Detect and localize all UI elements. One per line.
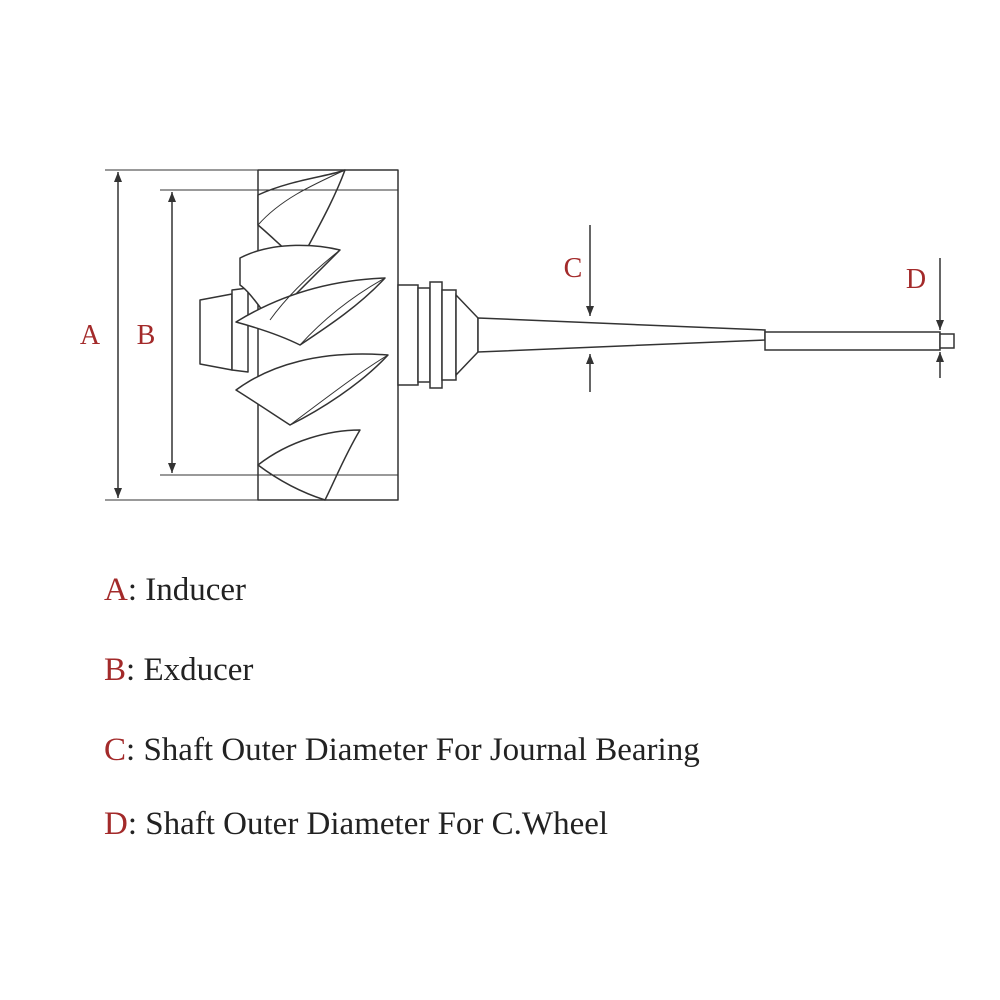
dimension-label-d: D <box>906 264 926 295</box>
shaft-collar <box>397 284 419 386</box>
legend-item-a: A: Inducer <box>104 566 700 646</box>
legend-key-a: A <box>104 572 128 608</box>
legend-text-d: Shaft Outer Diameter For C.Wheel <box>145 806 609 842</box>
turbine-wheel <box>199 169 399 501</box>
blade-1 <box>257 169 346 263</box>
piston-ring-groove-2 <box>429 281 443 389</box>
wheel-hub <box>231 287 249 373</box>
journal-section <box>477 317 766 353</box>
legend-text-a: Inducer <box>145 572 247 608</box>
piston-ring-groove-1 <box>417 287 431 383</box>
legend-separator: : <box>127 806 138 842</box>
legend-item-c: C: Shaft Outer Diameter For Journal Bear… <box>104 726 700 800</box>
threaded-end <box>764 331 941 351</box>
legend: A: Inducer B: Exducer C: Shaft Outer Dia… <box>104 566 700 880</box>
blade-5 <box>257 429 361 501</box>
shaft-taper <box>455 293 479 377</box>
legend-key-b: B <box>104 652 127 688</box>
dimension-b <box>160 189 398 476</box>
blade-3 <box>235 277 386 346</box>
legend-separator: : <box>127 572 138 608</box>
blade-4 <box>235 353 389 426</box>
legend-text-c: Shaft Outer Diameter For Journal Bearing <box>143 732 700 768</box>
legend-item-d: D: Shaft Outer Diameter For C.Wheel <box>104 800 700 880</box>
legend-item-b: B: Exducer <box>104 646 700 726</box>
dimension-label-c: C <box>564 253 583 284</box>
legend-separator: : <box>126 652 136 688</box>
dimension-label-a: A <box>80 320 101 351</box>
legend-separator: : <box>126 732 136 768</box>
shaft <box>397 281 955 389</box>
dimension-label-b: B <box>137 320 156 351</box>
blade-2 <box>239 244 341 321</box>
legend-text-b: Exducer <box>143 652 254 688</box>
dimension-a <box>105 169 398 501</box>
legend-key-d: D <box>104 806 128 842</box>
legend-key-c: C <box>104 732 127 768</box>
wheel-nose-nut <box>199 293 233 371</box>
piston-ring-groove-3 <box>441 289 457 381</box>
shaft-tip <box>939 333 955 349</box>
